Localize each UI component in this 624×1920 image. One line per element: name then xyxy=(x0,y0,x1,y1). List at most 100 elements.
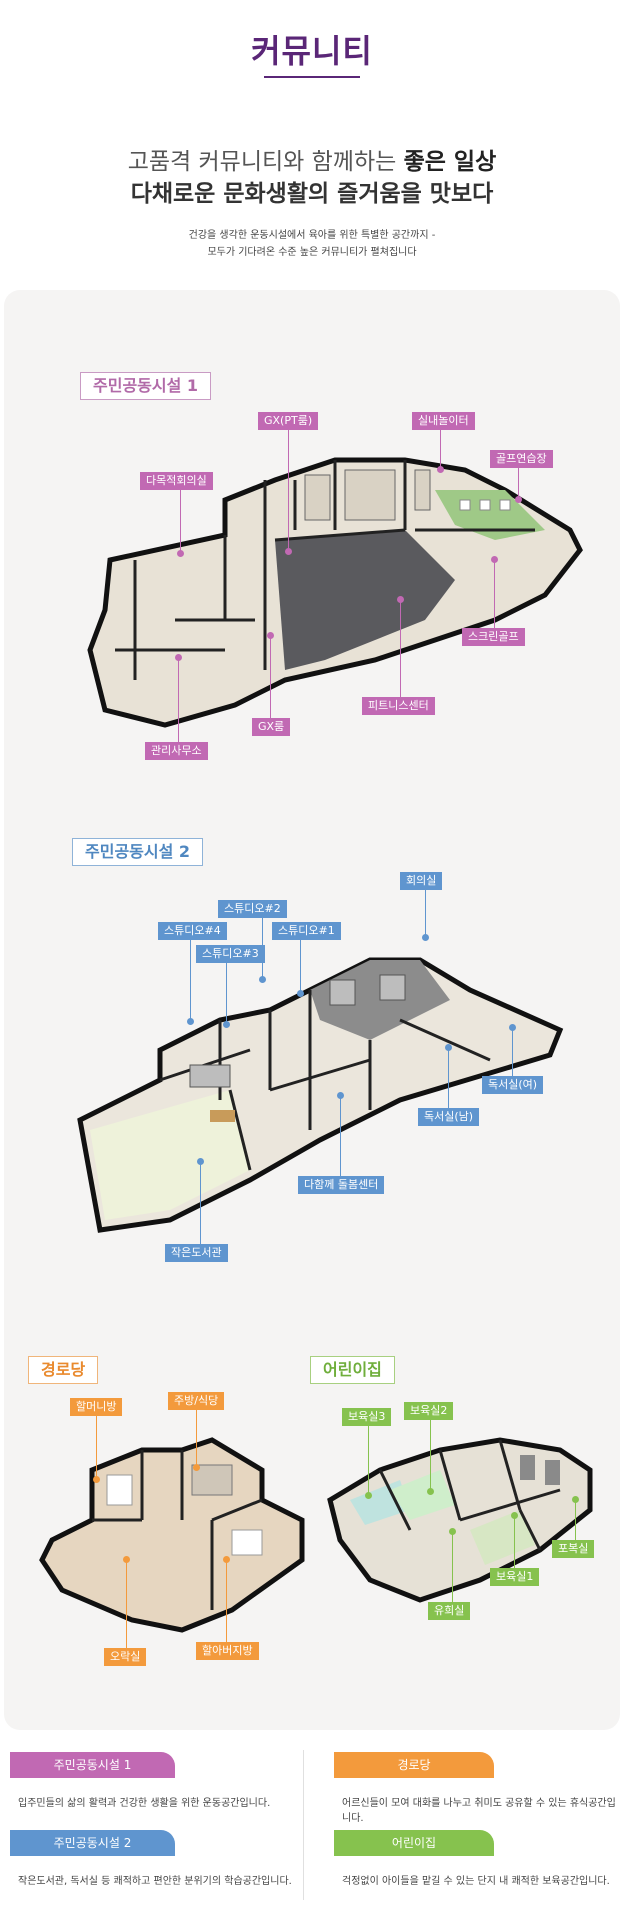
summary-daycare-desc: 걱정없이 아이들을 맡길 수 있는 단지 내 쾌적한 보육공간입니다. xyxy=(342,1876,610,1887)
label-studio3: 스튜디오#3 xyxy=(196,945,265,963)
label-grandpa-room: 할아버지방 xyxy=(196,1642,259,1660)
dot-recreation xyxy=(123,1556,130,1563)
facility2-floorplan xyxy=(77,957,564,1233)
label-recreation: 오락실 xyxy=(104,1648,147,1666)
leader-gx-pt xyxy=(288,430,289,550)
title-underline xyxy=(264,76,360,78)
dot-golf-practice xyxy=(515,496,522,503)
senior-center-tag: 경로당 xyxy=(28,1356,99,1384)
leader-reading-female xyxy=(512,1028,513,1076)
leader-nursery1 xyxy=(514,1516,515,1568)
leader-fitness-center xyxy=(400,600,401,697)
senior-center-floorplan xyxy=(39,1437,305,1633)
label-laundry: 포복실 xyxy=(552,1540,595,1558)
leader-laundry xyxy=(575,1500,576,1540)
label-studio2: 스튜디오#2 xyxy=(218,900,287,918)
dot-grandma-room xyxy=(93,1476,100,1483)
label-screen-golf: 스크린골프 xyxy=(462,628,525,646)
label-studio1: 스튜디오#1 xyxy=(272,922,341,940)
dot-fitness-center xyxy=(397,596,404,603)
label-reading-female: 독서실(여) xyxy=(482,1076,544,1094)
page-title: 커뮤니티 xyxy=(251,32,373,70)
dot-studio3 xyxy=(223,1021,230,1028)
leader-recreation xyxy=(126,1560,127,1648)
label-care-center: 다함께 돌봄센터 xyxy=(298,1176,385,1194)
label-nursery1: 보육실1 xyxy=(490,1568,540,1586)
dot-gx-room xyxy=(267,632,274,639)
dot-meeting-room xyxy=(422,934,429,941)
dot-reading-male xyxy=(445,1044,452,1051)
leader-studio4 xyxy=(190,940,191,1020)
dot-kitchen xyxy=(193,1464,200,1471)
label-multipurpose-meeting: 다목적회의실 xyxy=(140,472,213,490)
label-golf-practice: 골프연습장 xyxy=(490,450,553,468)
leader-kitchen xyxy=(196,1410,197,1466)
label-fitness-center: 피트니스센터 xyxy=(362,697,435,715)
facility1-tag: 주민공동시설 1 xyxy=(80,372,212,400)
label-gx-pt: GX(PT룸) xyxy=(258,412,319,430)
dot-multipurpose-meeting xyxy=(177,550,184,557)
dot-screen-golf xyxy=(491,556,498,563)
facility1-floorplan xyxy=(87,457,583,728)
summary-facility1-desc: 입주민들의 삶의 활력과 건강한 생활을 위한 운동공간입니다. xyxy=(18,1798,271,1809)
leader-care-center xyxy=(340,1096,341,1176)
label-meeting-room: 회의실 xyxy=(400,872,443,890)
dot-gx-pt xyxy=(285,548,292,555)
dot-indoor-playground xyxy=(437,466,444,473)
daycare-floorplan xyxy=(327,1437,593,1603)
leader-meeting-room xyxy=(425,890,426,936)
dot-studio4 xyxy=(187,1018,194,1025)
dot-grandpa-room xyxy=(223,1556,230,1563)
label-indoor-playground: 실내놀이터 xyxy=(412,412,475,430)
leader-studio3 xyxy=(226,963,227,1023)
leader-reading-male xyxy=(448,1048,449,1108)
headline-normal: 고품격 커뮤니티와 함께하는 xyxy=(127,149,404,175)
summary-facility2-label: 주민공동시설 2 xyxy=(10,1830,175,1856)
label-reading-male: 독서실(남) xyxy=(418,1108,480,1126)
summary-daycare-label: 어린이집 xyxy=(334,1830,494,1856)
label-playroom: 유희실 xyxy=(428,1602,471,1620)
label-management-office: 관리사무소 xyxy=(145,742,208,760)
summary-facility2-desc: 작은도서관, 독서실 등 쾌적하고 편안한 분위기의 학습공간입니다. xyxy=(18,1876,292,1887)
leader-grandpa-room xyxy=(226,1560,227,1642)
label-gx-room: GX룸 xyxy=(252,718,291,736)
dot-studio1 xyxy=(297,990,304,997)
label-small-library: 작은도서관 xyxy=(165,1244,228,1262)
headline-line2: 다채로운 문화생활의 즐거움을 맛보다 xyxy=(130,181,494,207)
dot-nursery3 xyxy=(365,1492,372,1499)
label-studio4: 스튜디오#4 xyxy=(158,922,227,940)
headline-line1: 고품격 커뮤니티와 함께하는 좋은 일상 xyxy=(0,142,624,176)
leader-grandma-room xyxy=(96,1416,97,1478)
dot-care-center xyxy=(337,1092,344,1099)
dot-nursery1 xyxy=(511,1512,518,1519)
dot-reading-female xyxy=(509,1024,516,1031)
dot-small-library xyxy=(197,1158,204,1165)
label-grandma-room: 할머니방 xyxy=(70,1398,123,1416)
dot-playroom xyxy=(449,1528,456,1535)
summary-senior-label: 경로당 xyxy=(334,1752,494,1778)
facility2-tag: 주민공동시설 2 xyxy=(72,838,204,866)
summary-section: 주민공동시설 1 입주민들의 삶의 활력과 건강한 생활을 위한 운동공간입니다… xyxy=(0,1740,624,1920)
leader-nursery2 xyxy=(430,1420,431,1490)
leader-studio1 xyxy=(300,940,301,992)
leader-small-library xyxy=(200,1162,201,1244)
leader-gx-room xyxy=(270,636,271,718)
dot-nursery2 xyxy=(427,1488,434,1495)
leader-screen-golf xyxy=(494,560,495,628)
dot-laundry xyxy=(572,1496,579,1503)
dot-management-office xyxy=(175,654,182,661)
headline-bold: 좋은 일상 xyxy=(403,149,497,175)
leader-indoor-playground xyxy=(440,430,441,468)
leader-management-office xyxy=(178,658,179,742)
description-line1: 건강을 생각한 운동시설에서 육아를 위한 특별한 공간까지 - xyxy=(188,230,436,241)
summary-divider xyxy=(303,1750,304,1900)
label-nursery2: 보육실2 xyxy=(404,1402,454,1420)
leader-playroom xyxy=(452,1532,453,1602)
label-kitchen: 주방/식당 xyxy=(168,1392,225,1410)
leader-golf-practice xyxy=(518,468,519,498)
leader-multipurpose-meeting xyxy=(180,490,181,552)
summary-senior-desc: 어르신들이 모여 대화를 나누고 취미도 공유할 수 있는 휴식공간입니다. xyxy=(342,1798,616,1824)
summary-facility1-label: 주민공동시설 1 xyxy=(10,1752,175,1778)
label-nursery3: 보육실3 xyxy=(342,1408,392,1426)
leader-nursery3 xyxy=(368,1426,369,1494)
